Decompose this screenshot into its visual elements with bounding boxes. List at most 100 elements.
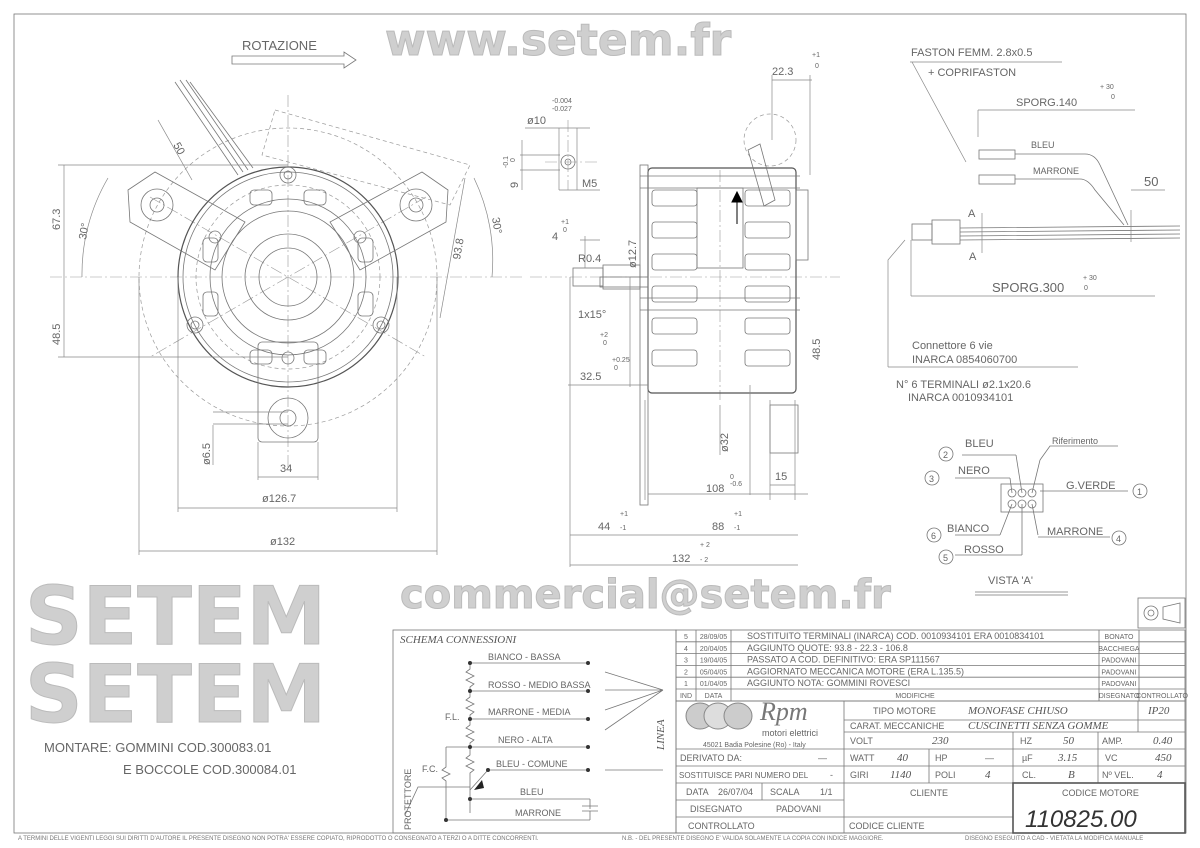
- data-label: DATA: [686, 787, 709, 797]
- dim-terminal: 22.3: [772, 66, 793, 78]
- tipo-label: TIPO MOTORE: [873, 706, 936, 716]
- carat-value: CUSCINETTI SENZA GOMME: [968, 720, 1109, 732]
- dim-body-tol-zero: 0: [730, 474, 734, 481]
- vc-label: VC: [1105, 753, 1118, 763]
- revision-cell-date: 19/04/05: [700, 658, 727, 665]
- revision-header-drawn: DISEGNATO: [1099, 693, 1140, 700]
- schema-line-marrone: MARRONE - MEDIA: [488, 707, 571, 717]
- dim-44: 44: [598, 521, 610, 533]
- rpm-logo: Rpm motori elettrici 45021 Badia Polesin…: [685, 697, 818, 749]
- hp-label: HP: [935, 753, 948, 763]
- revision-cell-drawn: PADOVANI: [1101, 669, 1136, 676]
- dim-48-5: 48.5: [51, 324, 63, 345]
- angle-right: 30°: [489, 216, 504, 234]
- controllato-label: CONTROLLATO: [688, 821, 755, 831]
- dim-hub: ø32: [719, 433, 731, 452]
- pin-color-4: MARRONE: [1047, 526, 1103, 538]
- dim-height: 48.5: [811, 339, 823, 360]
- revision-cell-ind: 1: [684, 681, 688, 688]
- cliente-label: CLIENTE: [910, 788, 948, 798]
- pin-number-2: 2: [943, 450, 948, 460]
- watermark-email: commercial@setem.fr: [400, 572, 891, 618]
- shaft-detail: ø10 -0.004 -0.027 9 -0.1 0 M5: [503, 98, 600, 191]
- mounting-note-line2: E BOCCOLE COD.300084.01: [123, 762, 296, 777]
- watt-value: 40: [897, 752, 909, 764]
- dim-wire-50: 50: [170, 141, 187, 158]
- revision-cell-ind: 2: [684, 669, 688, 676]
- pin-color-5: ROSSO: [964, 544, 1004, 556]
- dim-shoulder-tol-plus: +1: [561, 219, 569, 226]
- schema-line-marrone-cap: MARRONE: [515, 808, 561, 818]
- revision-cell-ind: 3: [684, 658, 688, 665]
- footer-copyright: A TERMINI DELLE VIGENTI LEGGI SUI DIRITT…: [18, 836, 539, 842]
- sporg-300: SPORG.300: [992, 280, 1064, 295]
- rotation-arrow-icon: [231, 51, 357, 69]
- motor-side-body: [647, 167, 797, 394]
- footer-cad: DISEGNO ESEGUITO A CAD - VIETATA LA MODI…: [965, 836, 1143, 842]
- sporg-140: SPORG.140: [1016, 97, 1077, 109]
- pin-number-6: 6: [931, 531, 936, 541]
- shaft-tol-upper: -0.004: [552, 98, 572, 105]
- dim-88-tol-minus: -1: [734, 525, 740, 532]
- capacitor-outline: [261, 109, 471, 206]
- wire-bleu: BLEU: [1031, 140, 1055, 150]
- hp-value: —: [985, 753, 994, 763]
- dim-50-wire: 50: [1144, 174, 1158, 189]
- dim-body: 108: [706, 483, 724, 495]
- dim-terminal-tol-zero: 0: [815, 63, 819, 70]
- faston-bleu: [978, 149, 1016, 160]
- data-value: 26/07/04: [718, 787, 753, 797]
- revision-header-ind: IND: [680, 693, 692, 700]
- up-arrow-icon: [731, 190, 743, 224]
- pin-number-1: 1: [1137, 487, 1142, 497]
- vista-a: 2 BLEU 3 NERO 1 G.VERDE 4 MARRONE 5 ROSS…: [924, 436, 1148, 596]
- wiring-harness: FASTON FEMM. 2.8x0.5 + COPRIFASTON SPORG…: [887, 47, 1181, 404]
- schema-line-bleu-comune: BLEU - COMUNE: [496, 759, 568, 769]
- vel-value: 4: [1157, 769, 1163, 781]
- logo-address: 45021 Badia Polesine (Ro) - Italy: [703, 742, 806, 749]
- dim-terminal-tol-plus: +1: [812, 52, 820, 59]
- revision-header-checked: CONTROLLATO: [1136, 693, 1188, 700]
- giri-label: GIRI: [850, 770, 869, 780]
- giri-value: 1140: [890, 769, 912, 781]
- revision-cell-ind: 5: [684, 634, 688, 641]
- cl-value: B: [1068, 769, 1075, 781]
- derivato-value: —: [818, 753, 827, 763]
- left-mounting-lug: [127, 171, 246, 271]
- section-a-top: A: [968, 208, 976, 220]
- revision-cell-text: AGGIORNATO MECCANICA MOTORE (ERA L.135.5…: [747, 666, 964, 676]
- codice-motore-label: CODICE MOTORE: [1062, 788, 1139, 798]
- right-mounting-lug: [329, 171, 449, 271]
- uf-value: 3.15: [1057, 752, 1078, 764]
- tol-2-zero: 0: [603, 340, 607, 347]
- dim-hub-len: 15: [775, 471, 787, 483]
- sostituisce-value: -: [830, 770, 833, 780]
- sostituisce-label: SOSTITUISCE PARI NUMERO DEL: [679, 771, 809, 780]
- front-view: ROTAZIONE: [50, 38, 525, 555]
- amp-value: 0.40: [1153, 735, 1173, 747]
- rotation-label: ROTAZIONE: [242, 38, 317, 53]
- radius-label: R0.4: [578, 253, 601, 265]
- watermark-site: www.setem.fr: [385, 15, 731, 66]
- dim-132-tol-minus: - 2: [700, 557, 708, 564]
- sporg-140-tol-plus: + 30: [1100, 84, 1114, 91]
- pin-color-3: NERO: [958, 465, 990, 477]
- dim-44-tol-minus: -1: [620, 525, 626, 532]
- disegnato-value: PADOVANI: [776, 804, 821, 814]
- watermark: www.setem.fr commercial@setem.fr: [385, 15, 892, 619]
- screw-icon: [186, 166, 390, 365]
- title-block: Rpm motori elettrici 45021 Badia Polesin…: [675, 697, 1186, 834]
- dim-132: 132: [672, 553, 690, 565]
- revision-cell-date: 20/04/05: [700, 646, 727, 653]
- codice-motore-value: 110825.00: [1025, 806, 1137, 833]
- dim-67-3: 67.3: [51, 209, 63, 230]
- shaft-diameter-side: ø12.7: [627, 240, 639, 268]
- revision-cell-drawn: BONATO: [1105, 634, 1134, 641]
- section-a-bottom: A: [969, 251, 977, 263]
- carat-label: CARAT. MECCANICHE: [850, 721, 944, 731]
- sporg-300-tol-plus: + 30: [1083, 275, 1097, 282]
- uf-label: µF: [1022, 753, 1033, 763]
- poli-label: POLI: [935, 770, 956, 780]
